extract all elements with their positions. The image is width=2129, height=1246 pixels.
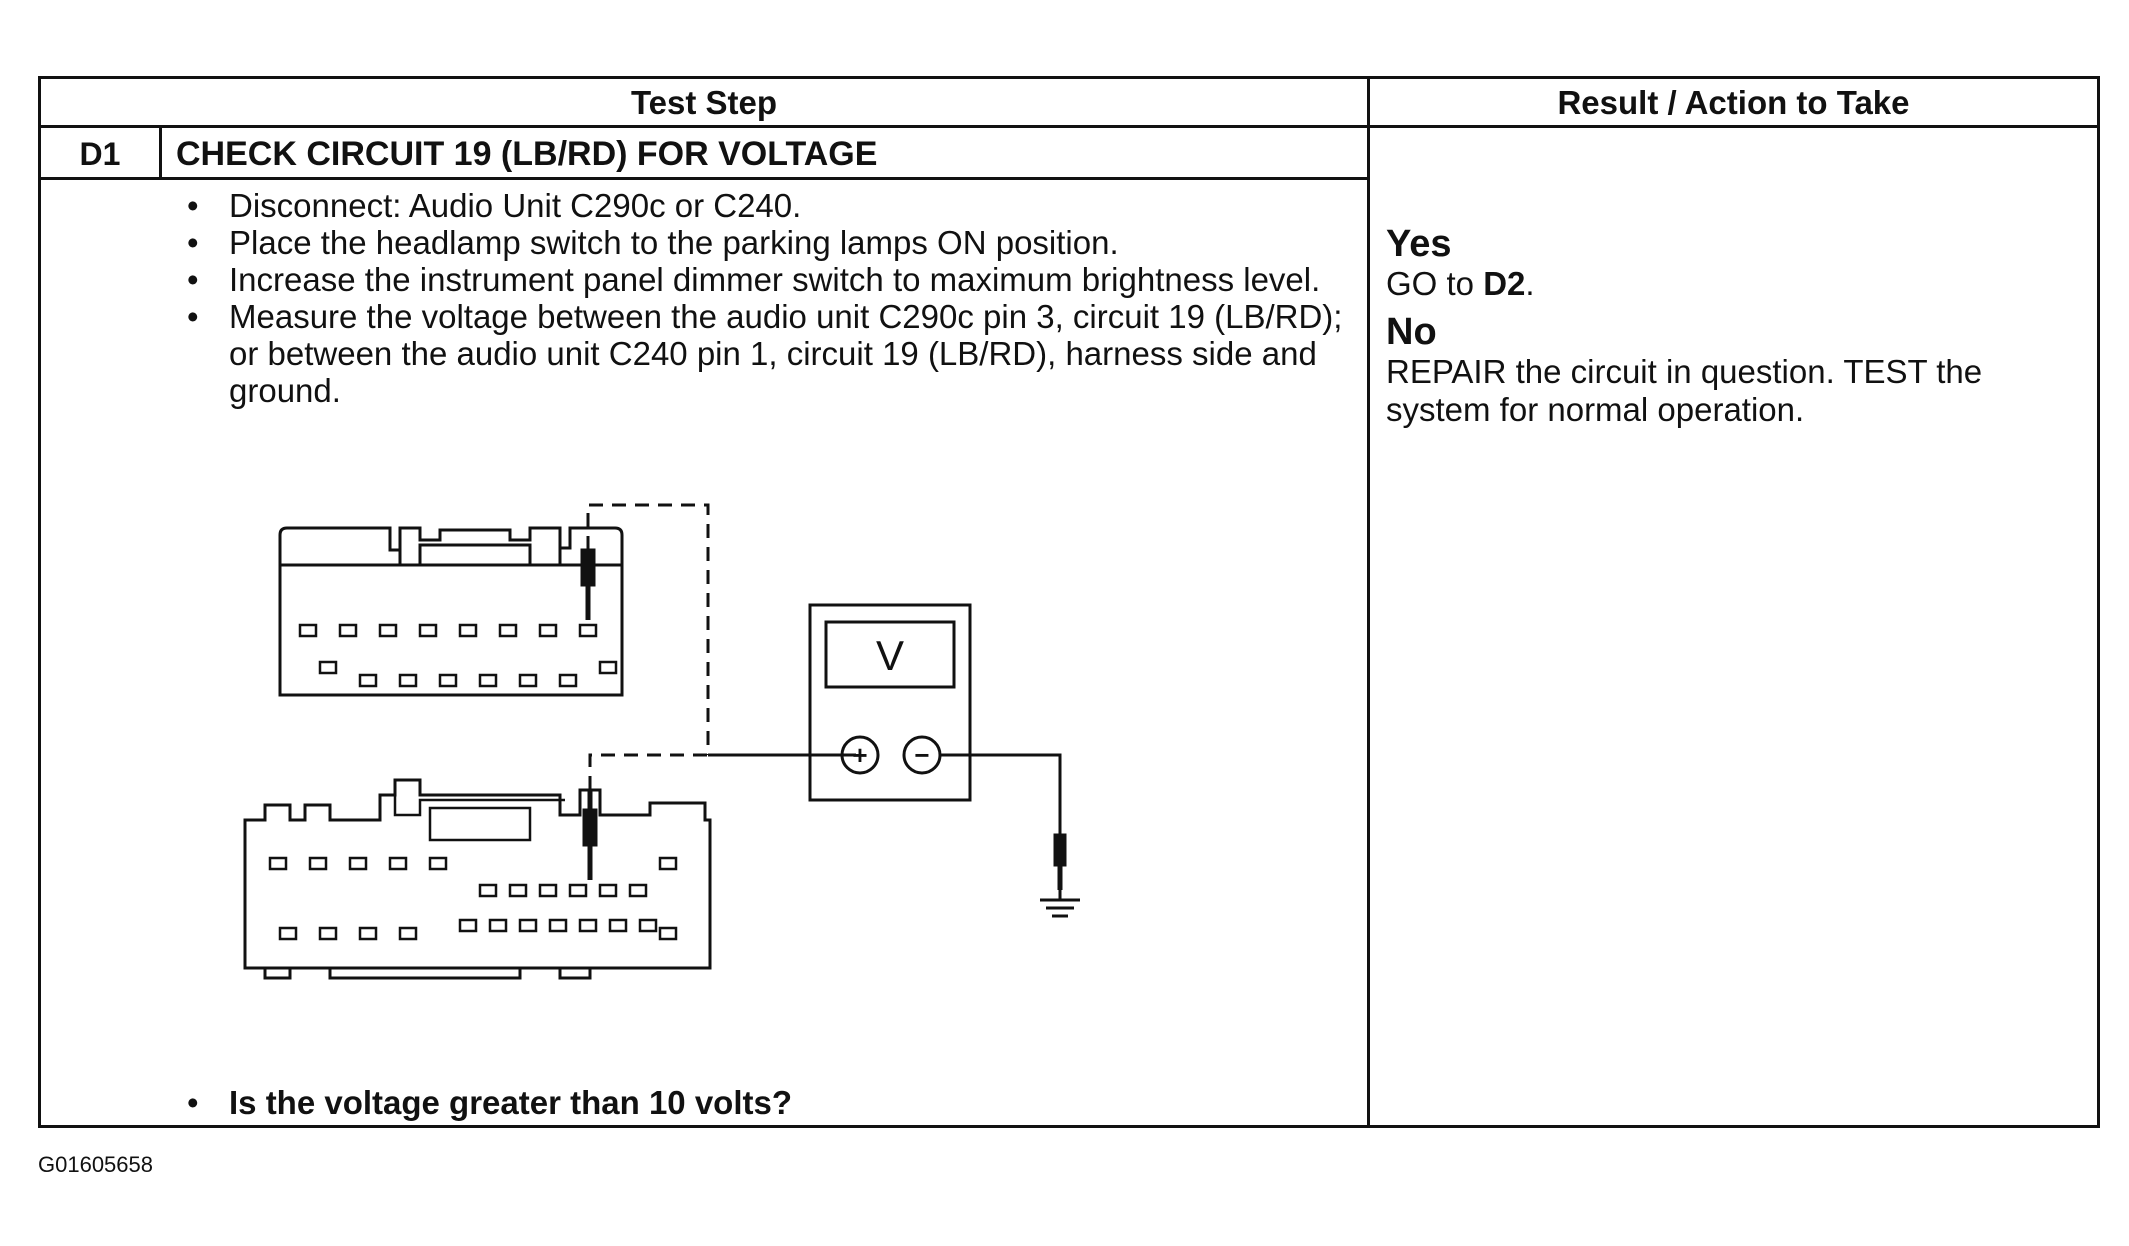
voltmeter-symbol: V	[876, 632, 904, 679]
result-column: Yes GO to D2. No REPAIR the circuit in q…	[1386, 179, 2086, 429]
header-test-step: Test Step	[630, 84, 778, 121]
test-step-table: Test Step Result / Action to Take D1 CHE…	[38, 76, 2100, 1128]
step-title: CHECK CIRCUIT 19 (LB/RD) FOR VOLTAGE	[176, 134, 878, 173]
connector-voltmeter-diagram: V + −	[243, 503, 1080, 980]
yes-action-target: D2	[1483, 265, 1526, 302]
no-label: No	[1386, 311, 1437, 353]
voltmeter-illustration	[808, 603, 1080, 918]
connector-c240-illustration	[243, 778, 712, 980]
plus-terminal: +	[852, 740, 867, 770]
instruction-list: Disconnect: Audio Unit C290c or C240. Pl…	[171, 187, 1371, 409]
instruction-item: Disconnect: Audio Unit C290c or C240.	[171, 187, 1371, 224]
instruction-item: Measure the voltage between the audio un…	[171, 298, 1371, 409]
figure-id: G01605658	[38, 1152, 153, 1177]
yes-action: GO to D2.	[1386, 265, 1535, 302]
no-action: REPAIR the circuit in question. TEST the…	[1386, 353, 1983, 428]
instruction-item: Place the headlamp switch to the parking…	[171, 224, 1371, 261]
test-question: Is the voltage greater than 10 volts?	[171, 1084, 792, 1122]
step-id-divider	[159, 126, 162, 178]
instruction-item: Increase the instrument panel dimmer swi…	[171, 261, 1371, 298]
step-title-divider	[41, 177, 1368, 180]
column-divider	[1367, 79, 1370, 1125]
connector-c290c-illustration	[278, 526, 624, 697]
step-id: D1	[79, 135, 121, 172]
header-divider	[41, 125, 2097, 128]
yes-label: Yes	[1386, 223, 1452, 265]
header-result-action: Result / Action to Take	[1557, 84, 1910, 121]
minus-terminal: −	[914, 740, 929, 770]
